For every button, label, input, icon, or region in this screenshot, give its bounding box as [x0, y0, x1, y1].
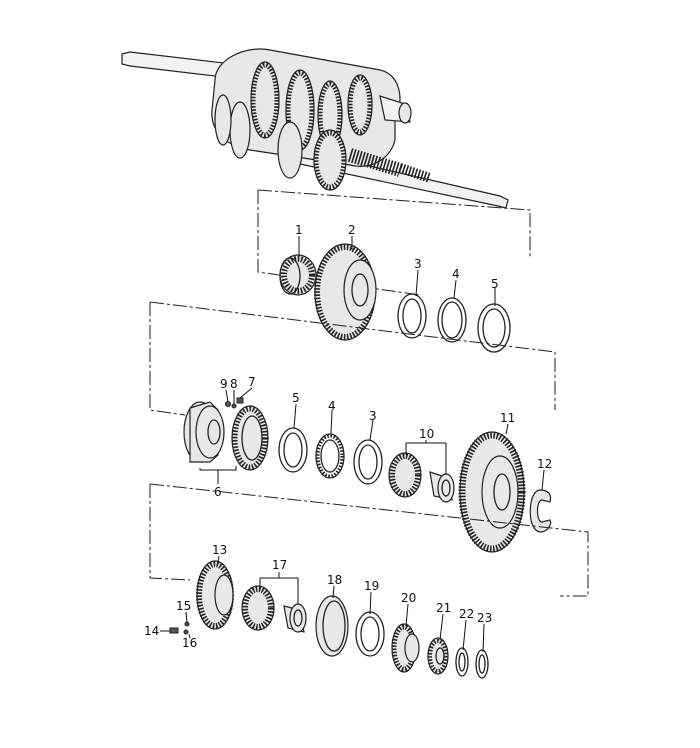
gear-20 — [391, 623, 420, 673]
callout-4-lower: 4 — [328, 399, 336, 413]
ring-18 — [315, 595, 349, 657]
callout-labels: 1 2 3 4 5 9 8 7 5 4 3 10 11 12 6 13 17 1… — [144, 223, 552, 650]
callout-9: 9 — [220, 377, 228, 391]
group-3-frame — [149, 483, 589, 597]
gear-11 — [458, 431, 526, 553]
callout-17: 17 — [272, 558, 287, 572]
group-2-frame — [149, 301, 556, 416]
gear-2 — [314, 243, 377, 341]
callout-22: 22 — [459, 607, 474, 621]
callout-11: 11 — [500, 411, 515, 425]
spring-16 — [183, 629, 189, 635]
ring-19 — [355, 611, 385, 657]
synchro-ring-4-lower — [315, 433, 345, 479]
gear-13 — [196, 560, 234, 630]
snap-ring-23 — [475, 649, 489, 679]
callout-20: 20 — [401, 591, 416, 605]
callout-1: 1 — [295, 223, 303, 237]
callout-3-lower: 3 — [369, 409, 377, 423]
ring-5-upper — [477, 303, 511, 353]
ring-3-lower — [353, 439, 383, 485]
callout-21: 21 — [436, 601, 451, 615]
callout-7: 7 — [248, 375, 256, 389]
callout-3-upper: 3 — [414, 257, 422, 271]
detent-ball-7 — [236, 397, 244, 404]
callout-18: 18 — [327, 573, 342, 587]
callout-14: 14 — [144, 624, 159, 638]
callout-12: 12 — [537, 457, 552, 471]
callout-4-upper: 4 — [452, 267, 460, 281]
callout-5-lower: 5 — [292, 391, 300, 405]
callout-2: 2 — [348, 223, 356, 237]
circlip-12 — [529, 489, 552, 533]
pin-14 — [169, 627, 179, 634]
needle-bearing-10 — [388, 452, 455, 503]
callout-8: 8 — [230, 377, 238, 391]
key-8 — [231, 403, 237, 409]
washer-22 — [455, 647, 469, 677]
ball-15 — [184, 621, 190, 627]
synchro-ring-4-upper — [437, 297, 467, 343]
synchro-hub-6 — [183, 401, 225, 463]
callout-5-upper: 5 — [491, 277, 499, 291]
callout-16: 16 — [182, 636, 197, 650]
ring-3-upper — [397, 293, 427, 339]
needle-bearing-17 — [241, 585, 307, 633]
callout-15: 15 — [176, 599, 191, 613]
callout-10: 10 — [419, 427, 434, 441]
callout-6: 6 — [214, 485, 222, 499]
callout-23: 23 — [477, 611, 492, 625]
callout-13: 13 — [212, 543, 227, 557]
spring-9 — [225, 401, 231, 407]
ring-5-lower — [278, 427, 308, 473]
callout-19: 19 — [364, 579, 379, 593]
needle-bearing-1 — [279, 254, 317, 296]
shaft-assembly — [121, 48, 509, 209]
